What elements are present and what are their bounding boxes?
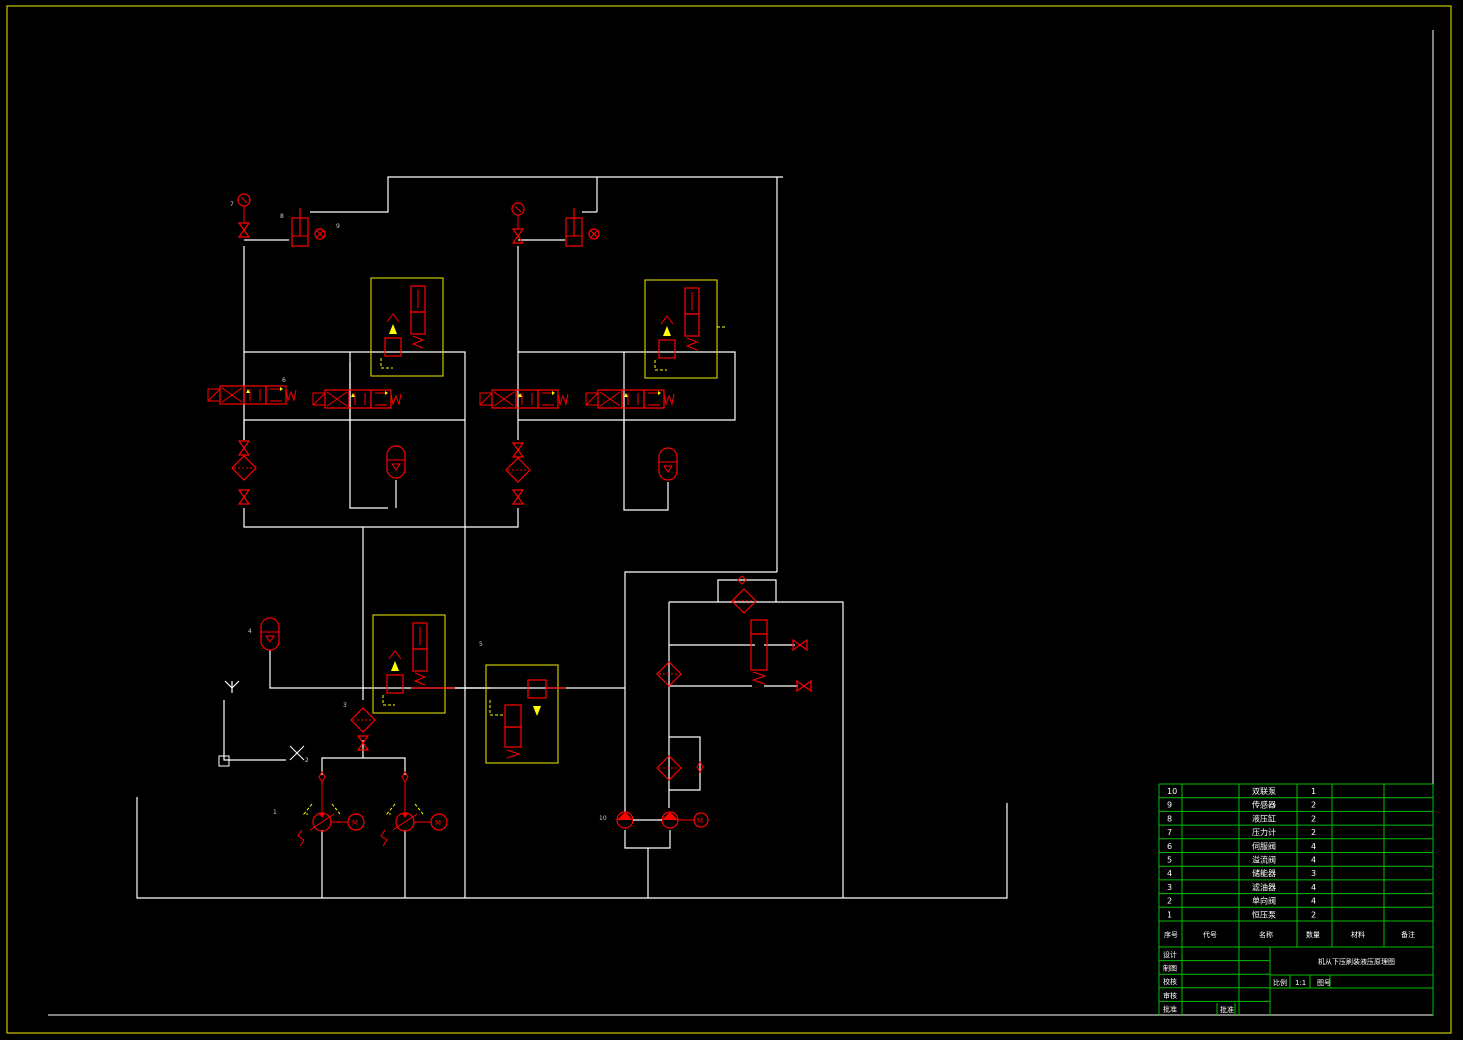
servo-valve-4 (585, 389, 675, 409)
air-breather-icon (218, 755, 230, 767)
check-valve-left-lower (238, 489, 250, 505)
callout-1: 1 (273, 809, 277, 816)
parts-row-no: 4 (1167, 869, 1172, 878)
header-code: 代号 (1203, 930, 1217, 939)
filter-right-upper (731, 588, 757, 614)
parts-row-qty: 2 (1311, 814, 1316, 823)
callout-4: 4 (248, 628, 252, 635)
callout-9: 9 (336, 223, 340, 230)
approver-value: 批准 (1220, 1005, 1234, 1014)
cylinder-right (565, 207, 600, 247)
drawing-border-outer (6, 5, 1452, 1034)
callout-10: 10 (599, 815, 607, 822)
parts-row-no: 2 (1167, 897, 1172, 906)
svg-text:M: M (697, 817, 703, 825)
sign-row-label: 审核 (1163, 991, 1177, 1000)
parts-list-table: 10 双联泵 1 9 传感器 2 8 液压缸 2 7 压力计 2 6 伺服阀 4 5 溢流阀 4 4 储能器 3 3 滤油器… (1158, 783, 1434, 948)
relief-valve-right (750, 619, 768, 685)
callout-7: 7 (230, 201, 234, 208)
relief-valve-bottom (372, 614, 446, 714)
accumulator-1 (386, 445, 406, 479)
check-valve-right-lower (512, 489, 524, 505)
relief-valve-top-left (370, 277, 444, 377)
callout-6: 6 (282, 377, 286, 384)
parts-row-qty: 2 (1311, 828, 1316, 837)
double-pump-10: M (616, 811, 709, 829)
check-valve-right-upper (512, 442, 524, 458)
parts-row-qty: 4 (1311, 842, 1316, 851)
parts-row-no: 8 (1167, 814, 1172, 823)
pump-2 (380, 803, 448, 847)
scale-label: 比例 (1273, 978, 1287, 987)
callout-3: 3 (343, 702, 347, 709)
callout-2: 2 (305, 757, 309, 764)
gauge-left (237, 193, 251, 207)
parts-row-name: 液压缸 (1252, 813, 1276, 823)
servo-valve-1 (207, 385, 297, 405)
parts-row-qty: 4 (1311, 883, 1316, 892)
filter-left (231, 455, 257, 481)
parts-row-name: 单向阀 (1252, 896, 1276, 906)
parts-row-name: 压力计 (1252, 827, 1276, 837)
check-valve-left-upper (238, 440, 250, 456)
header-material: 材料 (1351, 930, 1365, 939)
check-valve-right-b (796, 680, 812, 692)
accumulator-4 (260, 617, 280, 651)
scale-value: 1:1 (1295, 979, 1306, 987)
parts-row-no: 5 (1167, 856, 1172, 865)
pipe-network (136, 176, 1008, 899)
parts-row-name: 恒压泵 (1252, 909, 1276, 919)
servo-valve-2 (312, 389, 402, 409)
servo-valve-3 (479, 389, 569, 409)
relief-valve-top-right (644, 279, 718, 379)
parts-row-qty: 2 (1311, 910, 1316, 919)
parts-row-name: 传感器 (1252, 800, 1276, 810)
parts-row-qty: 1 (1311, 787, 1316, 796)
drawing-border-inner (48, 30, 1434, 1016)
parts-row-no: 10 (1167, 787, 1177, 796)
filter-right (505, 457, 531, 483)
gauge-right (511, 202, 525, 216)
parts-row-qty: 4 (1311, 897, 1316, 906)
header-remark: 备注 (1401, 930, 1415, 939)
pump-1 (297, 803, 365, 847)
filter-lower (350, 707, 376, 733)
relief-valve-5 (485, 664, 566, 764)
header-no: 序号 (1164, 930, 1178, 939)
parts-row-no: 9 (1167, 801, 1172, 810)
cylinder-left (291, 207, 326, 247)
parts-row-no: 1 (1167, 910, 1172, 919)
parts-row-name: 溢流阀 (1252, 855, 1276, 865)
sign-row-label: 制图 (1163, 964, 1177, 973)
parts-row-name: 滤油器 (1252, 882, 1276, 892)
parts-row-qty: 4 (1311, 856, 1316, 865)
stop-cross-icon (289, 745, 305, 761)
sign-row-label: 校核 (1163, 977, 1177, 986)
parts-row-no: 3 (1167, 883, 1172, 892)
check-valve-gauge-left (238, 222, 250, 238)
callout-5: 5 (479, 641, 483, 648)
parts-row-no: 6 (1167, 842, 1172, 851)
parts-row-name: 双联泵 (1252, 787, 1276, 796)
parts-row-no: 7 (1167, 828, 1172, 837)
parts-row-name: 储能器 (1252, 868, 1276, 878)
drawing-title: 机从下压刷装液压原理图 (1318, 957, 1395, 966)
sign-row-label: 批准 (1163, 1004, 1177, 1013)
sign-row-label: 设计 (1163, 950, 1177, 959)
callout-8: 8 (280, 213, 284, 220)
check-valve-gauge-right (512, 228, 524, 244)
header-qty: 数量 (1306, 930, 1320, 939)
header-name: 名称 (1259, 930, 1273, 939)
check-valve-right-a (792, 639, 808, 651)
parts-row-name: 伺服阀 (1252, 841, 1276, 851)
accumulator-2 (658, 447, 678, 481)
parts-row-qty: 3 (1311, 869, 1316, 878)
sheet-label: 图号 (1317, 979, 1331, 987)
parts-row-qty: 2 (1311, 801, 1316, 810)
